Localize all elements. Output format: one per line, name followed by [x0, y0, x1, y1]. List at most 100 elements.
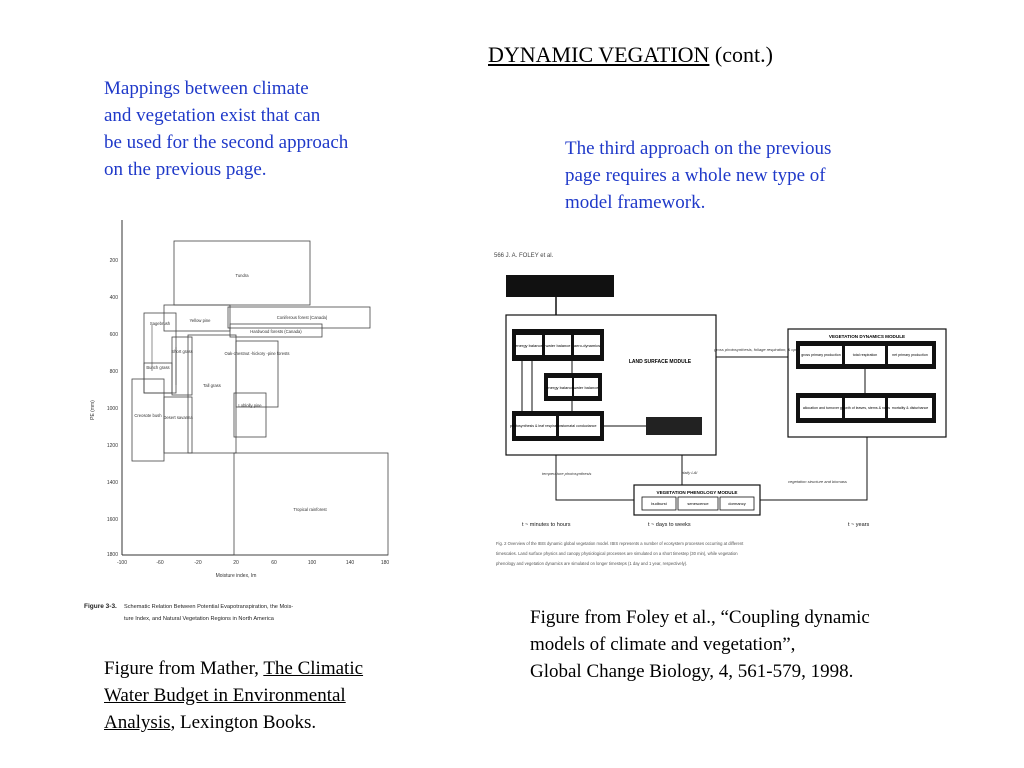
- x-tick: 180: [381, 560, 390, 566]
- senescence-box: [677, 496, 719, 511]
- box-label: energy balance: [515, 343, 543, 348]
- box-label: water balance: [574, 385, 600, 390]
- temp-note: temperature photosynthesis: [542, 471, 591, 476]
- rainforest-region: [233, 452, 389, 556]
- box-label: net primary production: [892, 353, 928, 357]
- land-arrows: [521, 361, 646, 427]
- box-label: photosynthesis & leaf respiration: [510, 424, 562, 428]
- foley-caption-line: Fig. 2 Overview of the IBIS dynamic glob…: [496, 541, 744, 546]
- box-label: mortality & disturbance: [892, 406, 929, 410]
- allocation-box: [800, 398, 842, 418]
- left-text-line: on the previous page.: [104, 159, 267, 180]
- region-labels: Tundra Coniferous forest (Canada) Hardwo…: [134, 273, 327, 512]
- foley-caption-line: phenology and vegetation dynamics are si…: [496, 561, 687, 566]
- photosynthesis-box: [516, 416, 556, 436]
- region-label: Bunch grass: [146, 365, 169, 370]
- left-text-line: be used for the second approach: [104, 132, 349, 153]
- right-text-line: page requires a whole new type of: [565, 165, 826, 186]
- dormancy-box: [719, 496, 755, 511]
- y-tick: 1000: [107, 406, 118, 412]
- npp-box: [888, 346, 932, 364]
- left-text-line: and vegetation exist that can: [104, 105, 321, 126]
- x-tick: -100: [117, 560, 127, 566]
- x-tick: -20: [194, 560, 201, 566]
- water-balance-box-2: [574, 378, 598, 396]
- y-ticks: 200 400 600 800 1000 1200 1400 1600 1800: [107, 258, 118, 558]
- region-label: Oak-chestnut -hickory -pine forests: [225, 351, 290, 356]
- mather-caption-label: Figure 3-3.: [84, 603, 117, 610]
- caption-line: models of climate and vegetation”,: [530, 634, 796, 655]
- x-ticks: -100 -60 -20 20 60 100 140 180: [117, 560, 389, 566]
- box-label: budburst: [651, 501, 667, 506]
- book-title-link[interactable]: Water Budget in Environmental: [104, 685, 346, 706]
- short-grass-region: [171, 336, 193, 396]
- y-tick: 600: [110, 332, 119, 338]
- loblolly-region: [233, 392, 267, 438]
- region-label: Sagebrush: [150, 321, 171, 326]
- slide-title-suffix: (cont.): [709, 42, 773, 67]
- box-label: total respiration: [853, 353, 878, 357]
- box-label: allocation and turnover: [803, 406, 840, 410]
- x-tick: 60: [271, 560, 277, 566]
- y-tick: 1400: [107, 480, 118, 486]
- mather-caption-line: ture Index, and Natural Vegetation Regio…: [124, 616, 275, 622]
- left-paragraph: Mappings between climate and vegetation …: [104, 75, 434, 183]
- lai-note: daily LAI: [682, 470, 698, 475]
- region-label: Desert savanna: [163, 415, 193, 420]
- mather-vegetation-figure: 200 400 600 800 1000 1200 1400 1600 1800…: [84, 220, 389, 622]
- region-label: Tropical rainforest: [293, 507, 327, 512]
- box-label: aero-dynamics: [574, 343, 600, 348]
- slide-title-main: DYNAMIC VEGATION: [488, 42, 710, 67]
- region-label: Yellow pine: [189, 318, 211, 323]
- left-text-line: Mappings between climate: [104, 78, 309, 99]
- box-label: gross primary production: [801, 353, 841, 357]
- box-label: dormancy: [728, 501, 746, 506]
- foley-ibis-diagram: 566 J. A. FOLEY et al. LAND SURFACE MODU…: [494, 253, 947, 566]
- book-title-link[interactable]: Analysis: [104, 712, 171, 733]
- water-balance-box: [545, 335, 571, 355]
- right-text-line: The third approach on the previous: [565, 138, 832, 159]
- aero-dynamics-box: [574, 335, 600, 355]
- caption-line: Global Change Biology, 4, 561-579, 1998.: [530, 661, 854, 682]
- desert-savanna-region: [163, 396, 193, 454]
- gpp-box: [800, 346, 842, 364]
- right-paragraph: The third approach on the previous page …: [565, 135, 905, 216]
- creosote-region: [131, 378, 165, 462]
- region-label: Hardwood forests (Canada): [250, 329, 302, 334]
- yellow-pine-region: [163, 304, 231, 332]
- x-tick: 20: [233, 560, 239, 566]
- region-arrows: [151, 325, 177, 385]
- caption-prefix: Figure from Mather,: [104, 658, 264, 679]
- total-resp-box: [845, 346, 885, 364]
- box-label: energy balance: [546, 385, 574, 390]
- region-label: Tall grass: [203, 383, 221, 388]
- mather-source-caption: Figure from Mather, The Climatic Water B…: [104, 655, 434, 736]
- region-label: Tundra: [235, 273, 249, 278]
- tall-grass-region: [187, 334, 237, 454]
- right-text-line: model framework.: [565, 192, 706, 213]
- region-label: Creosote bush: [134, 413, 162, 418]
- y-tick: 1200: [107, 443, 118, 449]
- y-tick: 800: [110, 369, 119, 375]
- structure-note: vegetation structure and biomass: [788, 479, 847, 484]
- land-surface-label: LAND SURFACE MODULE: [629, 359, 692, 365]
- redacted-box: [646, 417, 702, 435]
- energy-balance-box-2: [548, 378, 572, 396]
- x-axis-label: Moisture index, Im: [216, 573, 257, 579]
- phenology-label: VEGETATION PHENOLOGY MODULE: [657, 490, 738, 495]
- growth-box: [845, 398, 885, 418]
- veg-dynamics-label: VEGETATION DYNAMICS MODULE: [829, 334, 905, 339]
- land-surface-module-frame: [505, 314, 717, 456]
- timescale-label: t ~ days to weeks: [648, 522, 691, 528]
- book-title-link[interactable]: The Climatic: [263, 658, 364, 679]
- caption-suffix: , Lexington Books.: [170, 712, 317, 733]
- region-label: Loblolly pine: [238, 403, 262, 408]
- mortality-box: [888, 398, 932, 418]
- y-tick: 200: [110, 258, 119, 264]
- region-label: Coniferous forest (Canada): [277, 315, 328, 320]
- timescale-label: t ~ years: [848, 522, 869, 528]
- stomatal-box: [559, 416, 600, 436]
- energy-balance-box: [516, 335, 542, 355]
- tundra-region: [173, 240, 311, 306]
- x-tick: -60: [156, 560, 163, 566]
